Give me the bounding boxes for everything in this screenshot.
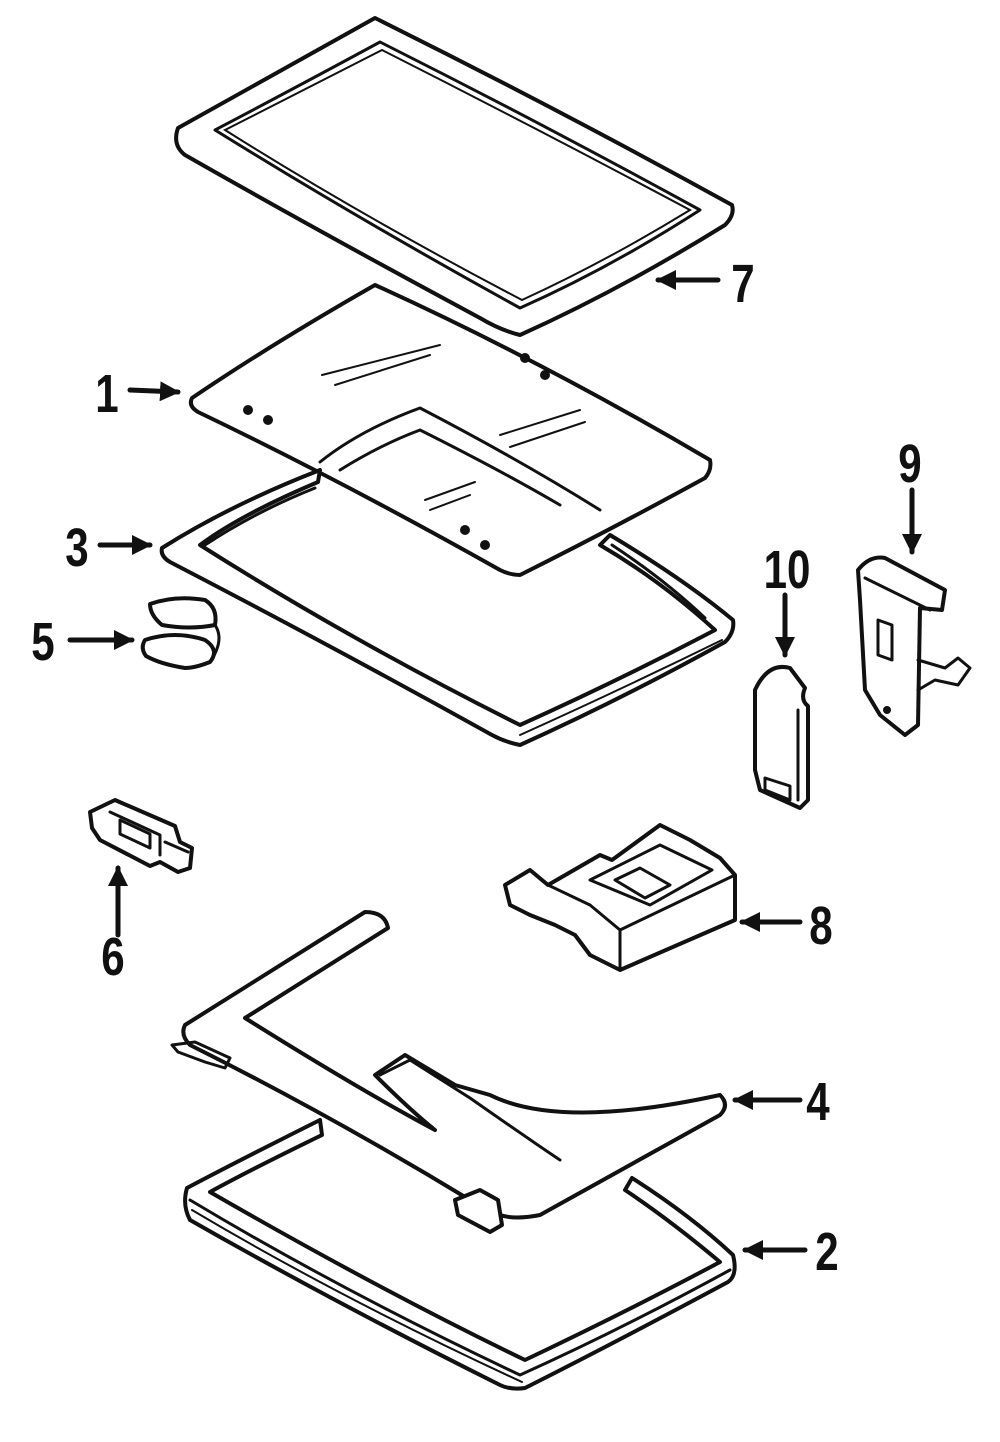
- part-1-glass-panel: [188, 283, 713, 577]
- callout-1: 1: [95, 364, 118, 424]
- callout-6: 6: [101, 927, 124, 987]
- part-4-frame: [170, 910, 727, 1234]
- callout-8: 8: [809, 896, 832, 956]
- callout-10: 10: [764, 540, 811, 600]
- part-6-drive-unit: [88, 798, 194, 874]
- part-7-seal-frame: [174, 16, 735, 337]
- part-9-guide: [856, 555, 972, 737]
- leader-1: [127, 381, 181, 402]
- callout-leaders: [67, 270, 922, 1260]
- callout-2: 2: [815, 1222, 838, 1282]
- part-10-bracket: [753, 665, 810, 810]
- callout-7: 7: [731, 254, 754, 314]
- callout-numbers: 1 2 3 4 5 6 7 8 9 10: [31, 254, 921, 1282]
- part-8-cable-carrier: [503, 823, 737, 972]
- callout-4: 4: [806, 1072, 829, 1132]
- part-5-clip: [140, 596, 221, 670]
- part-3-gasket-frame: [159, 468, 736, 747]
- part-2-base-frame: [183, 1118, 737, 1391]
- callout-9: 9: [898, 434, 921, 494]
- callout-3: 3: [65, 518, 88, 578]
- callout-5: 5: [31, 612, 54, 672]
